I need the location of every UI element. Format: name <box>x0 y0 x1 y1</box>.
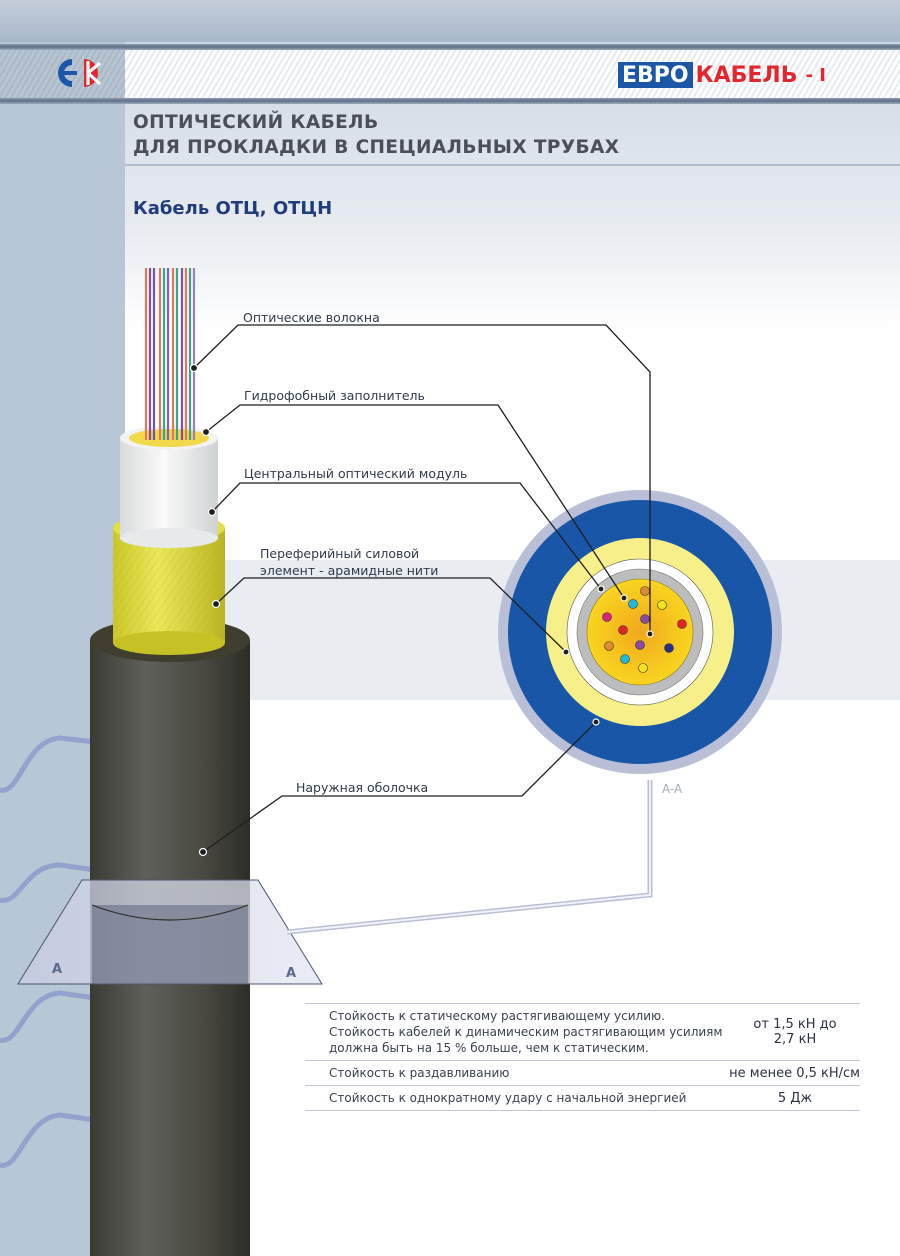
ek-logo-icon <box>58 59 102 87</box>
product-subtitle: Кабель ОТЦ, ОТЦН <box>133 198 333 219</box>
spec-row-tensile: Стойкость к статическому растягивающему … <box>305 1003 860 1060</box>
brand-euro: ЕВРО <box>618 62 693 88</box>
callout-dots <box>189 363 654 857</box>
decor-waves <box>0 735 96 1168</box>
spec-value-tensile: от 1,5 кН до 2,7 кН <box>753 1017 837 1047</box>
spec-value-crush: не менее 0,5 кН/см <box>729 1065 860 1081</box>
header-rule-bottom <box>0 98 900 104</box>
page-title-line2: ДЛЯ ПРОКЛАДКИ В СПЕЦИАЛЬНЫХ ТРУБАХ <box>133 137 620 158</box>
page-title-line1: ОПТИЧЕСКИЙ КАБЕЛЬ <box>133 112 379 133</box>
specifications-table: Стойкость к статическому растягивающему … <box>305 1003 860 1111</box>
section-mark-left: A <box>52 962 63 977</box>
brand-wordmark: ЕВРО КАБЕЛЬ - I <box>618 62 826 88</box>
brand-kabel: КАБЕЛЬ <box>695 62 798 88</box>
title-divider <box>125 164 900 166</box>
callout-hydrophobic-filler: Гидрофобный заполнитель <box>244 388 425 403</box>
fiber-bundle <box>144 268 196 440</box>
callout-optical-fibers: Оптические волокна <box>243 310 380 325</box>
header-rule-top <box>0 44 900 50</box>
spec-row-crush: Стойкость к раздавливанию не менее 0,5 к… <box>305 1060 860 1085</box>
callout-aramid-strength-member: Переферийный силовой элемент - арамидные… <box>260 546 439 578</box>
spec-row-impact: Стойкость к однократному удару с начальн… <box>305 1085 860 1111</box>
section-label: A-A <box>662 782 683 796</box>
leader-lines <box>193 324 651 853</box>
callout-central-module: Центральный оптический модуль <box>244 466 468 481</box>
section-mark-right: A <box>286 966 297 981</box>
spec-value-impact: 5 Дж <box>777 1090 813 1106</box>
top-strip <box>0 0 900 42</box>
page-title: ОПТИЧЕСКИЙ КАБЕЛЬ ДЛЯ ПРОКЛАДКИ В СПЕЦИА… <box>133 110 619 160</box>
callout-outer-jacket: Наружная оболочка <box>296 780 429 795</box>
brand-suffix: - I <box>805 64 826 86</box>
cross-section <box>498 490 782 774</box>
